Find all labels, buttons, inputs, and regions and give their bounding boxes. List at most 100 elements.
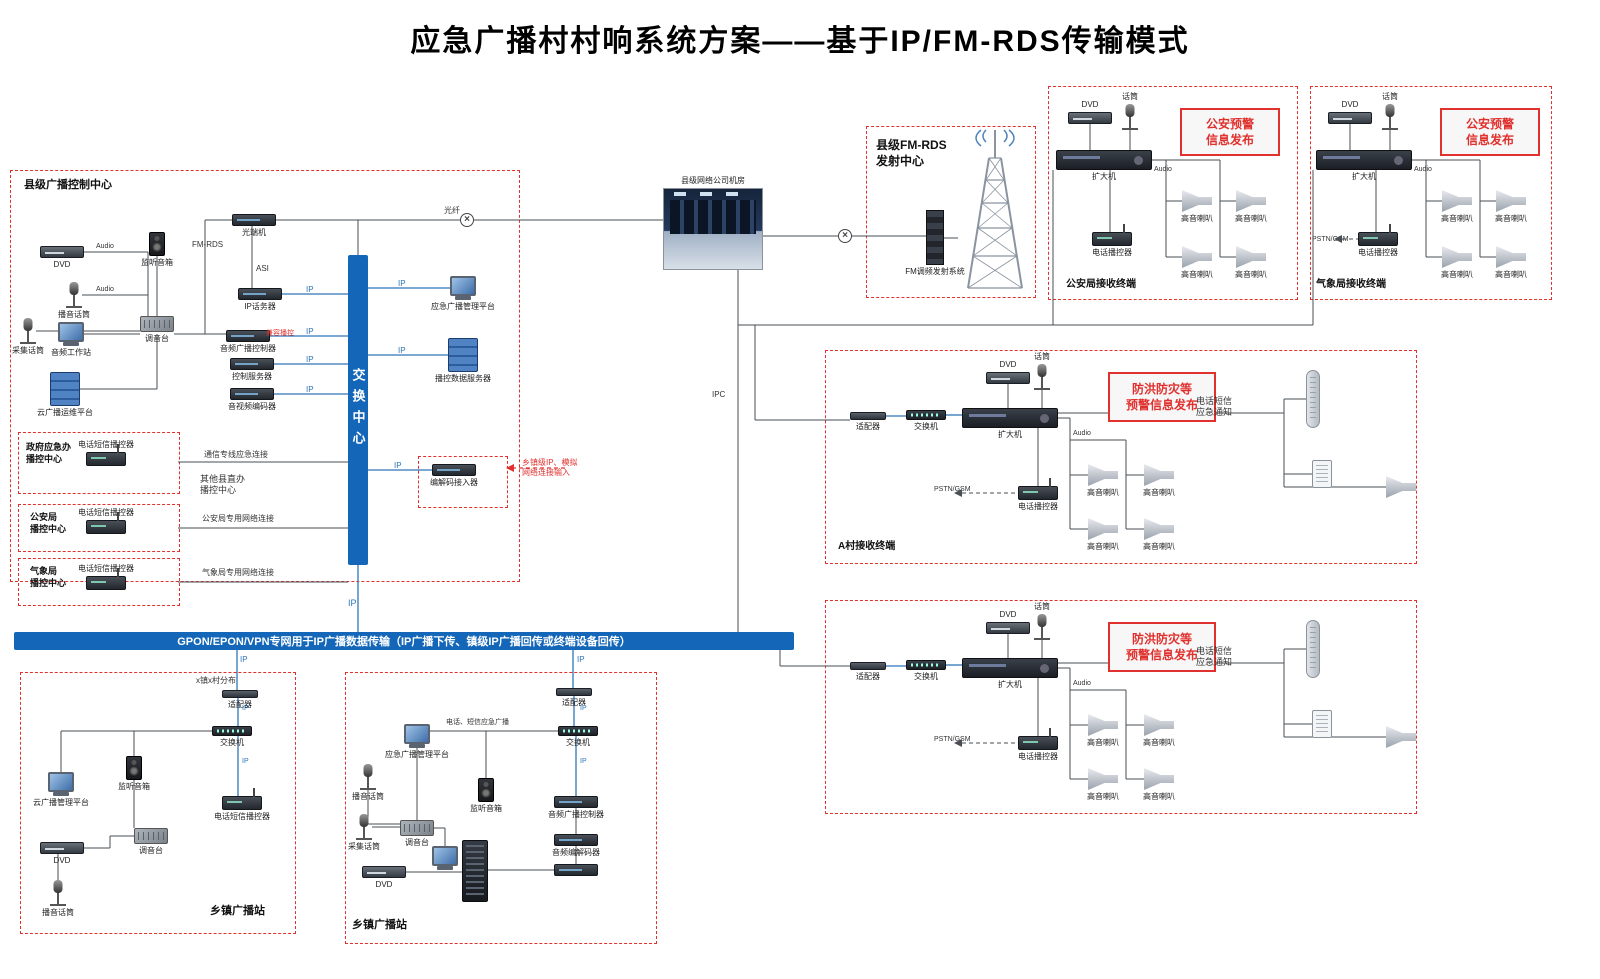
fiber-junction-icon: × <box>838 229 852 243</box>
broadcast-data-server-icon-label: 播控数据服务器 <box>435 374 491 383</box>
phone-sms-controller-icon <box>222 788 262 810</box>
dvd-player-icon <box>1328 112 1372 124</box>
fiber-junction-icon: × <box>460 213 474 227</box>
mic-icon <box>1034 614 1050 640</box>
phone-controller-icon <box>1092 224 1132 246</box>
horn-speaker-icon-label: 高音喇叭 <box>1235 270 1267 279</box>
police-receive-terminal-label: 公安局接收终端 <box>1066 279 1136 290</box>
adapter-icon <box>222 690 258 698</box>
annotation-text: IPC <box>712 390 726 399</box>
broadcast-mic-icon-label: 播音话筒 <box>352 792 384 801</box>
dvd-player-icon <box>986 622 1030 634</box>
dvd-player-icon <box>986 372 1030 384</box>
monitor-speaker-icon <box>478 778 494 802</box>
weather-receive-terminal-label: 气象局接收终端 <box>1316 279 1386 290</box>
horn-speaker-icon-label: 高音喇叭 <box>1143 488 1175 497</box>
horn-speaker-icon-label: 高音喇叭 <box>1441 214 1473 223</box>
annotation-text: Audio <box>1154 166 1172 173</box>
monitor-speaker-icon <box>149 232 165 256</box>
broadcast-mic-icon-label: 播音话筒 <box>58 310 90 319</box>
annotation-text: 兼容播控 <box>266 330 294 337</box>
monitor-speaker-icon-label: 监听音箱 <box>141 258 173 267</box>
phone-controller-icon-label: 电话播控器 <box>1018 502 1058 511</box>
horn-speaker-icon-label: 高音喇叭 <box>1087 792 1119 801</box>
audio-broadcast-controller-icon <box>554 796 598 808</box>
arrow-left-icon <box>954 739 962 747</box>
control-server-icon <box>230 358 274 370</box>
warning-banner: 公安预警 信息发布 <box>1440 108 1540 156</box>
gpon-network-bus: GPON/EPON/VPN专网用于IP广播数据传输（IP广播下传、镇级IP广播回… <box>14 632 794 650</box>
annotation-text: 电话、短信应急广播 <box>446 719 509 726</box>
collect-mic-icon-label: 采集话筒 <box>348 842 380 851</box>
annotation-text: IP <box>242 705 249 712</box>
emergency-platform-icon-label: 应急广播管理平台 <box>385 750 449 759</box>
emergency-platform-icon <box>450 276 476 300</box>
phone-controller-icon <box>1358 224 1398 246</box>
annotation-text: IP <box>306 355 314 364</box>
mic-icon-label: 话筒 <box>1382 92 1398 101</box>
annotation-text: IP <box>306 385 314 394</box>
arrow-left-icon <box>506 464 514 472</box>
dvd-player-icon-label: DVD <box>999 360 1017 369</box>
amplifier-icon-label: 扩大机 <box>998 680 1022 689</box>
warning-banner: 防洪防灾等 预警信息发布 <box>1108 372 1216 422</box>
dvd-player-icon-label: DVD <box>999 610 1017 619</box>
mixer-icon <box>140 316 174 332</box>
switch-icon <box>558 726 598 736</box>
horn-speaker-icon-label: 高音喇叭 <box>1495 270 1527 279</box>
av-encoder-icon <box>230 388 274 400</box>
annotation-text: 光纤 <box>444 206 460 215</box>
dvd-player-icon-label: DVD <box>1341 100 1359 109</box>
codec-access-icon <box>432 464 476 476</box>
wall-speaker-icon <box>1312 710 1332 738</box>
warning-banner: 防洪防灾等 预警信息发布 <box>1108 622 1216 672</box>
phone-controller-icon <box>1018 478 1058 500</box>
audio-broadcast-controller-icon <box>226 330 270 342</box>
emergency-platform-icon <box>404 724 430 748</box>
gov-emergency-center <box>18 432 180 494</box>
network-device-icon <box>554 864 598 876</box>
mixer-icon-label: 调音台 <box>405 838 429 847</box>
horn-speaker-icon-label: 高音喇叭 <box>1087 738 1119 747</box>
phone-controller-icon-label: 电话播控器 <box>1358 248 1398 257</box>
mic-icon-label: 话筒 <box>1034 352 1050 361</box>
control-server-icon-label: 控制服务器 <box>232 372 272 381</box>
diagram-title: 应急广播村村响系统方案——基于IP/FM-RDS传输模式 <box>410 25 1190 58</box>
annotation-text: ASI <box>256 264 269 273</box>
phone-sms-controller-icon-label: 电话短信播控器 <box>78 564 134 573</box>
codec-access-icon-label: 编解码接入器 <box>430 478 478 487</box>
fm-transmit-center <box>866 126 1036 298</box>
switch-icon-label: 交换机 <box>566 738 590 747</box>
annotation-text: 公安局专用网络连接 <box>202 514 274 523</box>
mixer-icon <box>134 828 168 844</box>
cloud-mgmt-platform-icon <box>48 772 74 796</box>
switch-icon <box>906 660 946 670</box>
audio-broadcast-controller-icon-label: 音频广播控制器 <box>548 810 604 819</box>
amplifier-icon <box>962 658 1058 678</box>
ip-telephony-icon-label: IP话务器 <box>244 302 276 311</box>
switch-icon-label: 交换机 <box>220 738 244 747</box>
mic-icon <box>1122 104 1138 130</box>
annotation-text: 通信专线应急连接 <box>204 450 268 459</box>
adapter-icon-label: 适配器 <box>856 422 880 431</box>
optical-terminal-icon-label: 光端机 <box>242 228 266 237</box>
warning-banner: 公安预警 信息发布 <box>1180 108 1280 156</box>
dvd-player-icon-label: DVD <box>375 880 393 889</box>
emergency-platform-icon-label: 应急广播管理平台 <box>431 302 495 311</box>
phone-sms-controller-icon <box>86 444 126 466</box>
annotation-text: IP <box>577 655 585 664</box>
audio-codec-icon <box>554 834 598 846</box>
annotation-text: 电话短信 应急通知 <box>1196 646 1233 668</box>
horn-speaker-icon-label: 高音喇叭 <box>1235 214 1267 223</box>
server-room-image <box>663 188 763 270</box>
broadcast-mic-icon <box>50 880 66 906</box>
annotation-text: IP <box>242 758 249 765</box>
town-station-1-label: 乡镇广播站 <box>210 905 265 917</box>
adapter-icon-label: 适配器 <box>228 700 252 709</box>
annotation-text: Audio <box>96 286 114 293</box>
amplifier-icon <box>1056 150 1152 170</box>
av-encoder-icon-label: 音视频编码器 <box>228 402 276 411</box>
equipment-cabinet-icon <box>462 840 488 902</box>
amplifier-icon-label: 扩大机 <box>1352 172 1376 181</box>
workstation-icon <box>432 846 458 870</box>
